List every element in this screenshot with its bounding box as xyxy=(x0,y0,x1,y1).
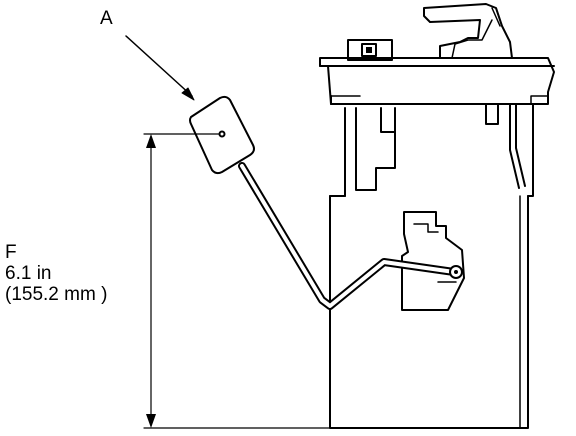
dimension-f-label-block: F 6.1 in (155.2 mm ) xyxy=(5,242,107,305)
fuel-outlet-fitting xyxy=(423,3,513,59)
dimension-f xyxy=(143,133,331,429)
pump-flange xyxy=(319,3,555,105)
dimension-arrow-bottom xyxy=(146,414,156,428)
callout-a-label: A xyxy=(100,8,113,29)
fuel-float xyxy=(189,95,255,175)
electrical-connector xyxy=(347,39,393,61)
float-arm-pivot-bracket xyxy=(401,211,465,311)
dimension-inches: 6.1 in xyxy=(5,263,52,284)
callout-a-leader-arrow xyxy=(125,35,195,101)
pump-module-body xyxy=(329,103,534,429)
dimension-millimeters: (155.2 mm ) xyxy=(5,284,108,305)
dimension-f-letter: F xyxy=(5,242,17,263)
dimension-arrow-top xyxy=(146,134,156,148)
float-arm xyxy=(238,162,463,310)
